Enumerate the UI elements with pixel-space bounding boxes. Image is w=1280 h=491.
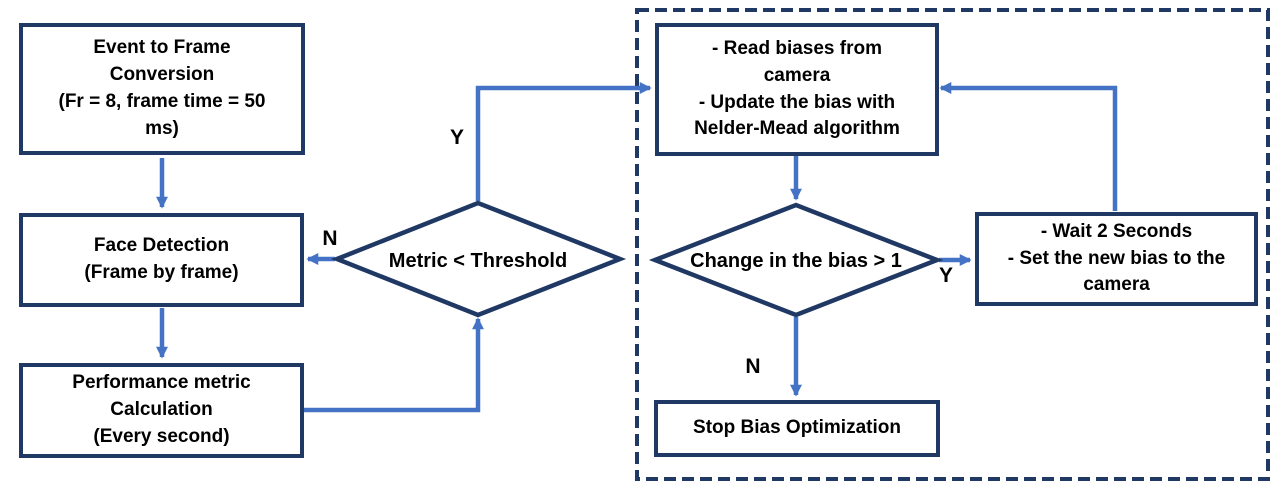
node-line: - Set the new bias to the (1007, 247, 1226, 269)
node-line: Event to Frame (93, 37, 231, 59)
node-line: camera (763, 64, 831, 86)
node-performance-metric-calculation: Performance metric Calculation (Every se… (19, 363, 304, 458)
node-line: Nelder-Mead algorithm (694, 118, 900, 140)
node-line: Conversion (109, 64, 215, 86)
arrow-metric-yes-to-read-biases (475, 82, 652, 201)
node-line: - Read biases from (712, 37, 882, 59)
edge-label-change-no: N (745, 355, 761, 378)
node-line: ms) (145, 117, 179, 139)
edge-label-metric-no: N (322, 227, 338, 250)
node-line: (Frame by frame) (84, 262, 239, 283)
edge-label-metric-yes: Y (449, 126, 465, 149)
node-stop-bias-optimization: Stop Bias Optimization (654, 400, 940, 457)
node-line: Face Detection (93, 235, 230, 257)
node-line: Calculation (110, 399, 213, 421)
change-in-bias-diamond-label: Change in the bias > 1 (690, 247, 902, 275)
node-line: Performance metric (72, 372, 251, 394)
bias-optimization-dashed-region (635, 8, 1270, 481)
arrow-performance-to-metric-diamond (304, 317, 484, 413)
node-line: (Every second) (93, 425, 230, 447)
edge-label-change-yes: Y (938, 264, 954, 287)
node-line: Change in (690, 250, 787, 272)
metric-threshold-diamond-label: Metric < Threshold (389, 247, 567, 275)
node-line: Stop Bias Optimization (693, 417, 901, 439)
node-line: camera (1083, 274, 1150, 296)
node-line: the bias > 1 (792, 250, 902, 272)
change-in-bias-diamond (648, 202, 944, 318)
node-wait-and-set-bias: - Wait 2 Seconds - Set the new bias to t… (975, 212, 1258, 306)
node-line: (Fr = 8, frame time = 50 (58, 91, 266, 112)
node-line: Threshold (470, 250, 568, 272)
node-read-biases-update: - Read biases from camera - Update the b… (655, 23, 939, 156)
node-face-detection: Face Detection (Frame by frame) (19, 213, 304, 307)
node-line: - Update the bias with (698, 91, 896, 113)
node-line: Metric < (388, 250, 465, 272)
arrow-wait-loop-to-read-biases (939, 82, 1118, 211)
node-line: - Wait 2 Seconds (1040, 220, 1193, 242)
metric-threshold-diamond (330, 200, 627, 318)
node-event-to-frame-conversion: Event to Frame Conversion (Fr = 8, frame… (19, 23, 305, 155)
